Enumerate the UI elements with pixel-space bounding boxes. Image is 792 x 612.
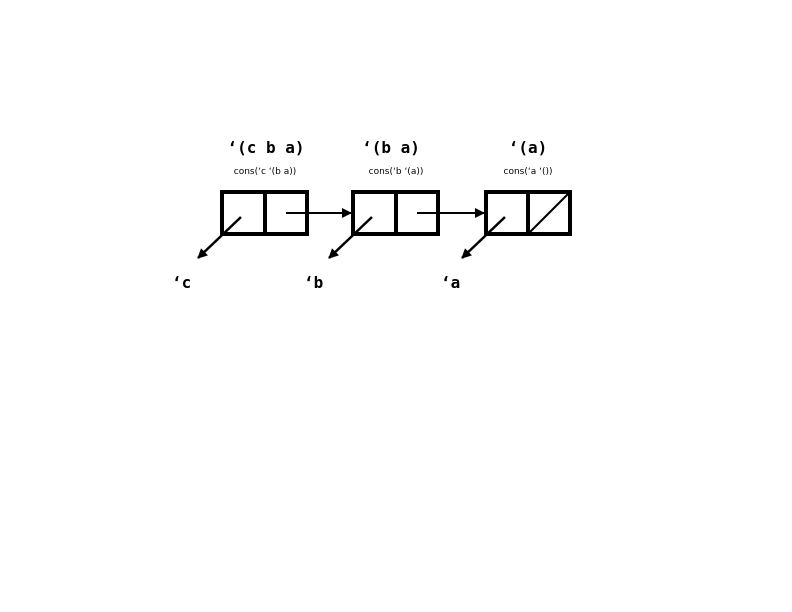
atom-label-b: ‘b [304, 273, 324, 292]
atom-label-a: ‘a [441, 273, 461, 292]
cdr-box-3 [526, 190, 572, 236]
car-arrow-2 [328, 216, 373, 259]
atom-label-c: ‘c [172, 273, 192, 292]
list-label-ba: ‘(b a) [362, 138, 420, 157]
nil-slash [529, 193, 569, 233]
cons-label-ba: cons(‘b ‘(a)) [368, 167, 424, 177]
car-arrow-1 [197, 216, 242, 259]
cons-cell-3 [484, 190, 572, 236]
cons-label-a: cons(‘a ‘()) [503, 167, 553, 177]
list-label-cba: ‘(c b a) [227, 138, 305, 157]
car-arrow-3 [461, 216, 506, 259]
cons-label-cba: cons(‘c ‘(b a)) [233, 167, 297, 177]
list-label-a: ‘(a) [508, 138, 548, 157]
